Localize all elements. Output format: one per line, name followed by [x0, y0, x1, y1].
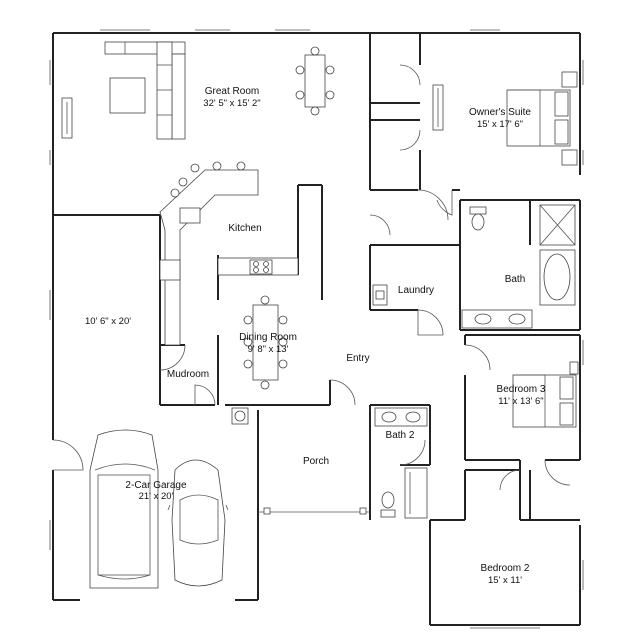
- bath2-tub-icon: [404, 467, 428, 519]
- porch-outline: [258, 507, 370, 515]
- bath2-toilet-icon: [380, 491, 396, 518]
- bath2-name: Bath 2: [386, 430, 415, 441]
- entry-name: Entry: [346, 353, 369, 364]
- bathtub-icon: [539, 249, 576, 306]
- owners-suite-name: Owner's Suite: [469, 107, 531, 118]
- dining-room-name: Dining Room: [239, 332, 297, 343]
- dining-table-top-icon: [295, 46, 335, 116]
- owners-bed-icon: [506, 71, 578, 166]
- garage-dim: 21' x 20': [139, 491, 174, 502]
- dining-table-icon: [243, 295, 288, 390]
- car-icon: [167, 459, 229, 587]
- vanity-icon: [461, 309, 533, 329]
- garage-side-dim: 10' 6" x 20': [85, 316, 131, 327]
- kitchen-counter-icon: [159, 257, 299, 281]
- interior-walls: [53, 33, 580, 521]
- bedroom2-dim: 15' x 11': [488, 575, 522, 586]
- exterior-walls: [52, 32, 581, 626]
- dresser-icon: [432, 84, 444, 131]
- kitchen-island-icon: [159, 161, 259, 346]
- water-heater-icon: [231, 407, 249, 425]
- bedroom2-name: Bedroom 2: [481, 563, 530, 574]
- bedroom3-dim: 11' x 13' 6": [498, 396, 543, 407]
- great-room-dim: 32' 5" x 15' 2": [203, 98, 260, 109]
- sofa-icon: [104, 41, 186, 140]
- doors: [52, 64, 571, 491]
- dining-room-dim: 9' 8" x 13': [248, 344, 289, 355]
- bath2-vanity-icon: [374, 407, 428, 427]
- coffee-table-icon: [109, 77, 146, 114]
- bedroom3-name: Bedroom 3: [497, 384, 546, 395]
- garage-name: 2-Car Garage: [125, 480, 187, 491]
- shower-icon: [539, 204, 576, 246]
- fireplace-icon: [61, 97, 73, 139]
- washer-icon: [372, 284, 388, 306]
- bath-name: Bath: [505, 274, 526, 285]
- van-icon: [89, 429, 159, 589]
- owners-suite-dim: 15' x 17' 6": [477, 119, 523, 130]
- toilet-icon: [469, 206, 487, 231]
- porch-name: Porch: [303, 456, 329, 467]
- kitchen-name: Kitchen: [228, 223, 261, 234]
- windows: [49, 29, 584, 629]
- laundry-name: Laundry: [398, 285, 434, 296]
- great-room-name: Great Room: [205, 86, 259, 97]
- mudroom-name: Mudroom: [167, 369, 209, 380]
- bedroom3-bed-icon: [512, 361, 579, 428]
